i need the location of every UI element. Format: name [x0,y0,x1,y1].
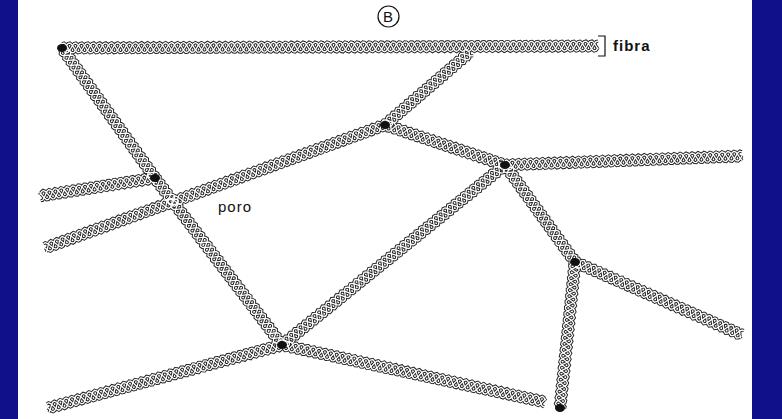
fiber-junction [150,174,160,182]
fiber-label: fibra [611,37,653,54]
fiber-strand [39,175,155,200]
fiber-junction [570,258,580,266]
fiber-strand-core [40,174,155,199]
fiber-strand-core [283,341,546,406]
fiber-strand-core [505,151,742,169]
fiber-strand-core [64,45,156,177]
fiber-strand-core [575,262,741,338]
fiber-strand-core [384,123,504,169]
fiber-strand-core [41,174,155,201]
fiber-junction [57,44,67,52]
fiber-strand-core [62,41,598,53]
fiber-strand-core [577,258,744,336]
fiber-strand-core [157,175,280,347]
fiber-junction [380,121,390,129]
bracket [598,36,605,56]
fiber-strand-core [49,340,281,412]
fiber-strand [385,125,505,166]
fiber-strand-core [382,50,468,123]
fiber-strand [62,41,598,53]
fiber-strand-core [385,125,505,166]
fiber-strand-core [556,262,580,408]
fiber-strand [505,152,742,170]
circled-letter: B [377,5,400,28]
fiber-strand [505,151,742,169]
fiber-strand-core [46,124,385,252]
fiber-strand-core [573,260,741,338]
fiber-strand [556,262,579,408]
fiber-strand-core [47,342,283,410]
fiber-strand-core [505,151,742,169]
fiber-strand [555,262,579,408]
fiber-strand-core [556,262,579,408]
fiber-strand-core [505,152,742,170]
fiber-strand [505,151,742,169]
fiber-strand-core [555,262,579,408]
fiber-strand [47,342,283,410]
white-panel [18,0,752,419]
fiber-strand-core [284,166,508,348]
fiber-strand-core [507,162,573,264]
fiber-junction [277,341,287,349]
fiber-junction [500,161,510,169]
fiber-strand-core [279,163,504,343]
fiber-strand [283,341,546,406]
fiber-strand [62,41,598,53]
fiber-strand-core [62,41,598,53]
fiber-strand-core [39,175,155,200]
fiber-strand [384,123,504,169]
fiber-junction [555,404,565,412]
fiber-strand [556,262,580,408]
panel-letter: B [383,9,393,24]
fiber-strand-core [62,41,598,53]
pore-label: poro [216,198,254,215]
fiber-strand [62,41,598,53]
fiber-strand-core [386,121,506,167]
fiber-strand [49,340,281,412]
